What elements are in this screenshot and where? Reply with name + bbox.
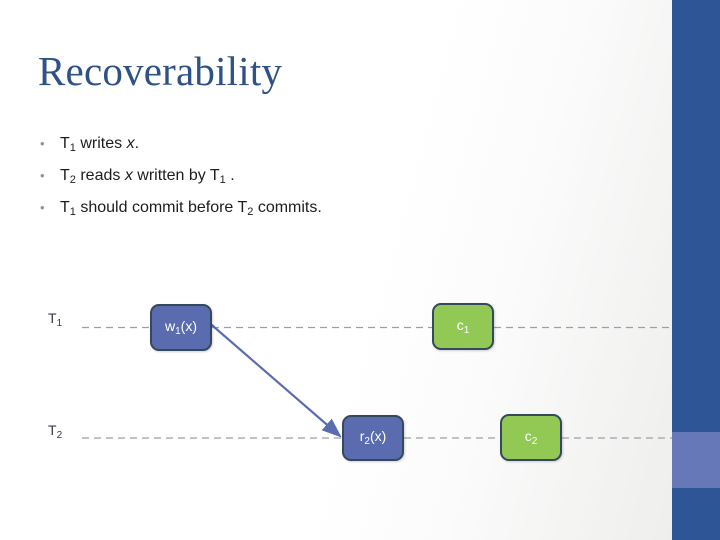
node-c1[interactable]: c1 — [432, 303, 494, 350]
page-title: Recoverability — [38, 48, 283, 94]
node-w1-label: w1(x) — [164, 317, 197, 338]
node-c2[interactable]: c2 — [500, 414, 562, 461]
lane-label-t1: T1 — [48, 310, 62, 329]
diagram-vector-layer — [82, 319, 672, 439]
lane-label-t2: T2 — [48, 422, 62, 441]
bullet-marker-icon: • — [40, 136, 45, 151]
list-item: • T1 should commit before T2 commits. — [40, 194, 600, 226]
list-item-text: T1 should commit before T2 commits. — [60, 199, 322, 219]
list-item-text: T1 writes x. — [60, 135, 140, 155]
right-band-accent — [672, 432, 720, 488]
bullet-marker-icon: • — [40, 200, 45, 216]
lane-label-t1-subscript: 1 — [56, 318, 63, 329]
list-item: • T1 writes x. — [40, 130, 600, 162]
list-item-text: T2 reads x written by T1 . — [60, 167, 235, 187]
node-c1-label: c1 — [456, 316, 470, 337]
transaction-schedule-diagram — [0, 270, 720, 540]
lane-label-t2-subscript: 2 — [56, 430, 63, 441]
bullet-list: • T1 writes x. • T2 reads x written by T… — [40, 130, 600, 226]
bullet-marker-icon: • — [40, 168, 45, 184]
lane-label-t1-base: T — [48, 310, 57, 326]
node-w1[interactable]: w1(x) — [150, 304, 212, 351]
lane-label-t2-base: T — [48, 422, 57, 438]
list-item: • T2 reads x written by T1 . — [40, 162, 600, 194]
node-c2-label: c2 — [524, 427, 538, 448]
node-r2-label: r2(x) — [359, 428, 387, 448]
dependency-arrow — [205, 319, 342, 438]
node-r2[interactable]: r2(x) — [342, 415, 404, 461]
